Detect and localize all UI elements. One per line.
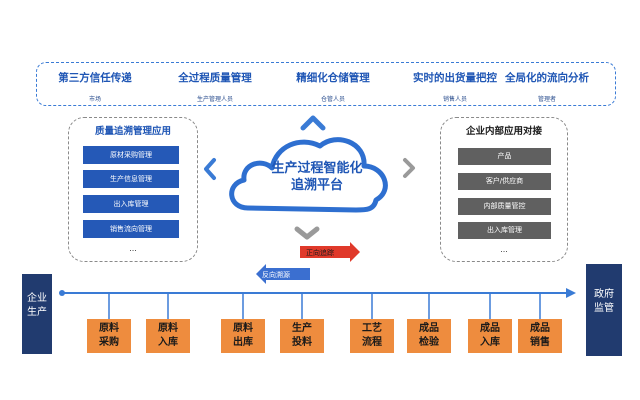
top-item-shipment: 实时的出货量把控 销售人员	[413, 72, 497, 103]
right-panel: 企业内部应用对接 产品 客户/供应商 内部质量管控 出入库管理 ...	[440, 117, 568, 262]
left-more: ...	[129, 244, 137, 253]
step-product-inspection: 成品检验	[407, 319, 451, 353]
step-production-feeding: 生产投料	[280, 319, 324, 353]
forward-flow-label: 正向追踪	[306, 249, 334, 257]
right-panel-title: 企业内部应用对接	[465, 126, 542, 137]
right-item-product: 产品	[458, 148, 551, 165]
left-panel-title: 质量追溯管理应用	[94, 126, 171, 137]
up-chevron-icon	[300, 115, 326, 131]
government-supervision-block: 政府 监管	[586, 264, 622, 356]
timeline-start-dot	[59, 290, 65, 296]
left-item-sales: 销售流向管理	[83, 220, 179, 238]
step-material-purchase: 原料采购	[87, 319, 131, 353]
top-item-trust: 第三方信任传递 市场	[58, 72, 132, 103]
top-banner: 第三方信任传递 市场 全过程质量管理 生产管理人员 精细化仓储管理 仓管人员 实…	[36, 62, 616, 106]
top-item-quality: 全过程质量管理 生产管理人员	[178, 72, 252, 103]
timeline-arrowhead-icon	[566, 288, 576, 298]
cloud-icon	[229, 137, 388, 213]
step-material-inbound: 原料入库	[146, 319, 190, 353]
top-item-flow-analysis: 全局化的流向分析 管理者	[505, 72, 589, 103]
left-item-inout: 出入库管理	[83, 195, 179, 213]
step-product-sales: 成品销售	[518, 319, 562, 353]
top-item-warehouse: 精细化仓储管理 仓管人员	[296, 72, 370, 103]
right-chevron-icon	[403, 158, 415, 178]
forward-flow-arrow-icon	[300, 242, 360, 262]
step-process-flow: 工艺流程	[350, 319, 394, 353]
timeline-connectors	[108, 293, 541, 319]
left-panel: 质量追溯管理应用 原材采购管理 生产信息管理 出入库管理 销售流向管理 ...	[68, 117, 198, 262]
backward-flow-label: 反向溯源	[262, 271, 290, 279]
backward-flow-arrow-icon	[256, 264, 310, 284]
step-product-inbound: 成品入库	[468, 319, 512, 353]
right-item-qc: 内部质量管控	[458, 198, 551, 215]
step-material-outbound: 原料出库	[221, 319, 265, 353]
down-chevron-icon	[294, 226, 320, 240]
platform-label: 生产过程智能化 追溯平台	[271, 161, 363, 193]
left-item-purchase: 原材采购管理	[83, 146, 179, 164]
left-item-production: 生产信息管理	[83, 170, 179, 188]
left-chevron-icon	[204, 158, 216, 180]
right-more: ...	[500, 245, 508, 254]
enterprise-production-block: 企业 生产	[22, 274, 52, 354]
right-item-customer: 客户/供应商	[458, 173, 551, 190]
right-item-inout: 出入库管理	[458, 222, 551, 239]
